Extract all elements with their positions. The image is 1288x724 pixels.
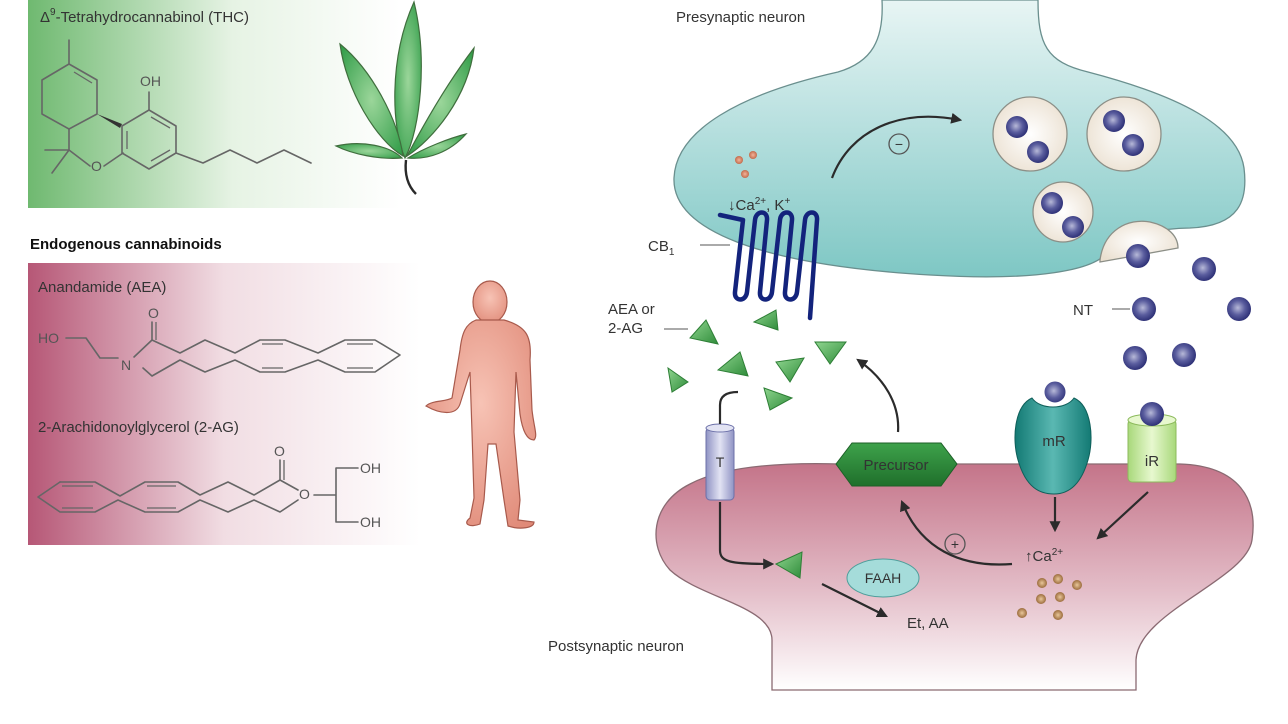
human-figure-icon [425, 280, 537, 529]
twoag-oh1-label: OH [360, 460, 381, 476]
metabotropic-receptor: mR [1014, 378, 1092, 495]
excitation-symbol: + [944, 533, 966, 555]
neurotransmitter-molecule [1132, 297, 1156, 321]
vesicle-fusing [1099, 220, 1179, 263]
aea-n-label: N [121, 357, 131, 373]
ion-flux-label: ↓Ca2+, K+ [728, 196, 790, 214]
svg-text:+: + [951, 536, 959, 552]
neurotransmitters [1123, 244, 1251, 370]
faah-enzyme: FAAH [846, 558, 920, 598]
postsynaptic-calcium-ions [1017, 574, 1082, 620]
cannabis-leaf-icon [334, 0, 475, 195]
cb1-label: CB1 [648, 238, 675, 258]
endogenous-panel: Anandamide (AEA) HO N O 2-Arachidonoylgl… [28, 263, 420, 545]
twoag-structure: O O OH OH [37, 443, 381, 530]
neurotransmitter-molecule [1126, 244, 1150, 268]
calcium-activation-arrow [900, 499, 1013, 566]
thc-panel: Δ9-Tetrahydrocannabinol (THC) OH O [28, 0, 400, 208]
uptake-arrow-out [718, 502, 775, 570]
ligand-triangle [814, 341, 847, 365]
endogenous-panel-background [28, 263, 420, 545]
svg-text:−: − [895, 136, 903, 152]
synthesis-arrow [856, 358, 900, 433]
neurotransmitter-molecule [1172, 343, 1196, 367]
neurotransmitter-molecule [1123, 346, 1147, 370]
twoag-title: 2-Arachidonoylglycerol (2-AG) [38, 419, 239, 436]
presynaptic-label: Presynaptic neuron [676, 9, 805, 26]
faah-label: FAAH [865, 570, 902, 586]
precursor-label: Precursor [863, 457, 928, 474]
transporter: T [705, 423, 735, 501]
ionotropic-receptor: iR [1127, 402, 1177, 483]
endogenous-heading: Endogenous cannabinoids [30, 236, 222, 253]
presynaptic-calcium-ions [735, 151, 757, 178]
vesicle [1032, 181, 1094, 243]
ligand-triangle [689, 319, 719, 345]
ligand-triangle [763, 387, 794, 411]
thc-o-label: O [91, 158, 102, 174]
inhibition-symbol: − [888, 133, 910, 155]
degradation-arrow [821, 583, 888, 617]
calcium-increase-label: ↑Ca2+ [1025, 547, 1063, 565]
twoag-o-carbonyl-label: O [274, 443, 285, 459]
cb1-receptor [717, 210, 820, 321]
ligand-triangle [752, 309, 779, 331]
twoag-o-ester-label: O [299, 486, 310, 502]
vesicle [992, 96, 1068, 172]
aea-o-label: O [148, 305, 159, 321]
endocannabinoid-ligands [667, 309, 847, 579]
thc-panel-background [28, 0, 400, 208]
vesicle [1086, 96, 1162, 172]
twoag-oh2-label: OH [360, 514, 381, 530]
nt-label: NT [1073, 302, 1093, 319]
thc-structure: OH O [41, 39, 312, 174]
neurotransmitter-molecule [1227, 297, 1251, 321]
ligand-triangle [716, 351, 749, 377]
postsynaptic-label: Postsynaptic neuron [548, 638, 684, 655]
ligand-triangle [774, 551, 803, 579]
thc-title: Δ9-Tetrahydrocannabinol (THC) [40, 7, 249, 26]
aea-structure: HO N O [38, 305, 401, 377]
postsynaptic-terminal [655, 463, 1254, 691]
transporter-label: T [716, 454, 725, 470]
thc-oh-label: OH [140, 73, 161, 89]
precursor: Precursor [835, 442, 958, 487]
aea-ho-label: HO [38, 330, 59, 346]
degradation-products: Et, AA [907, 615, 949, 632]
ligand-triangle [667, 366, 689, 393]
presynaptic-terminal [673, 0, 1246, 278]
mr-label: mR [1042, 433, 1065, 450]
ir-label: iR [1145, 453, 1159, 470]
uptake-arrow-in [718, 390, 739, 424]
ir-calcium-arrow [1096, 491, 1149, 540]
ligand-triangle [775, 357, 805, 383]
aea-title: Anandamide (AEA) [38, 279, 166, 296]
inhibition-arrow [830, 112, 963, 179]
neurotransmitter-molecule [1192, 257, 1216, 281]
